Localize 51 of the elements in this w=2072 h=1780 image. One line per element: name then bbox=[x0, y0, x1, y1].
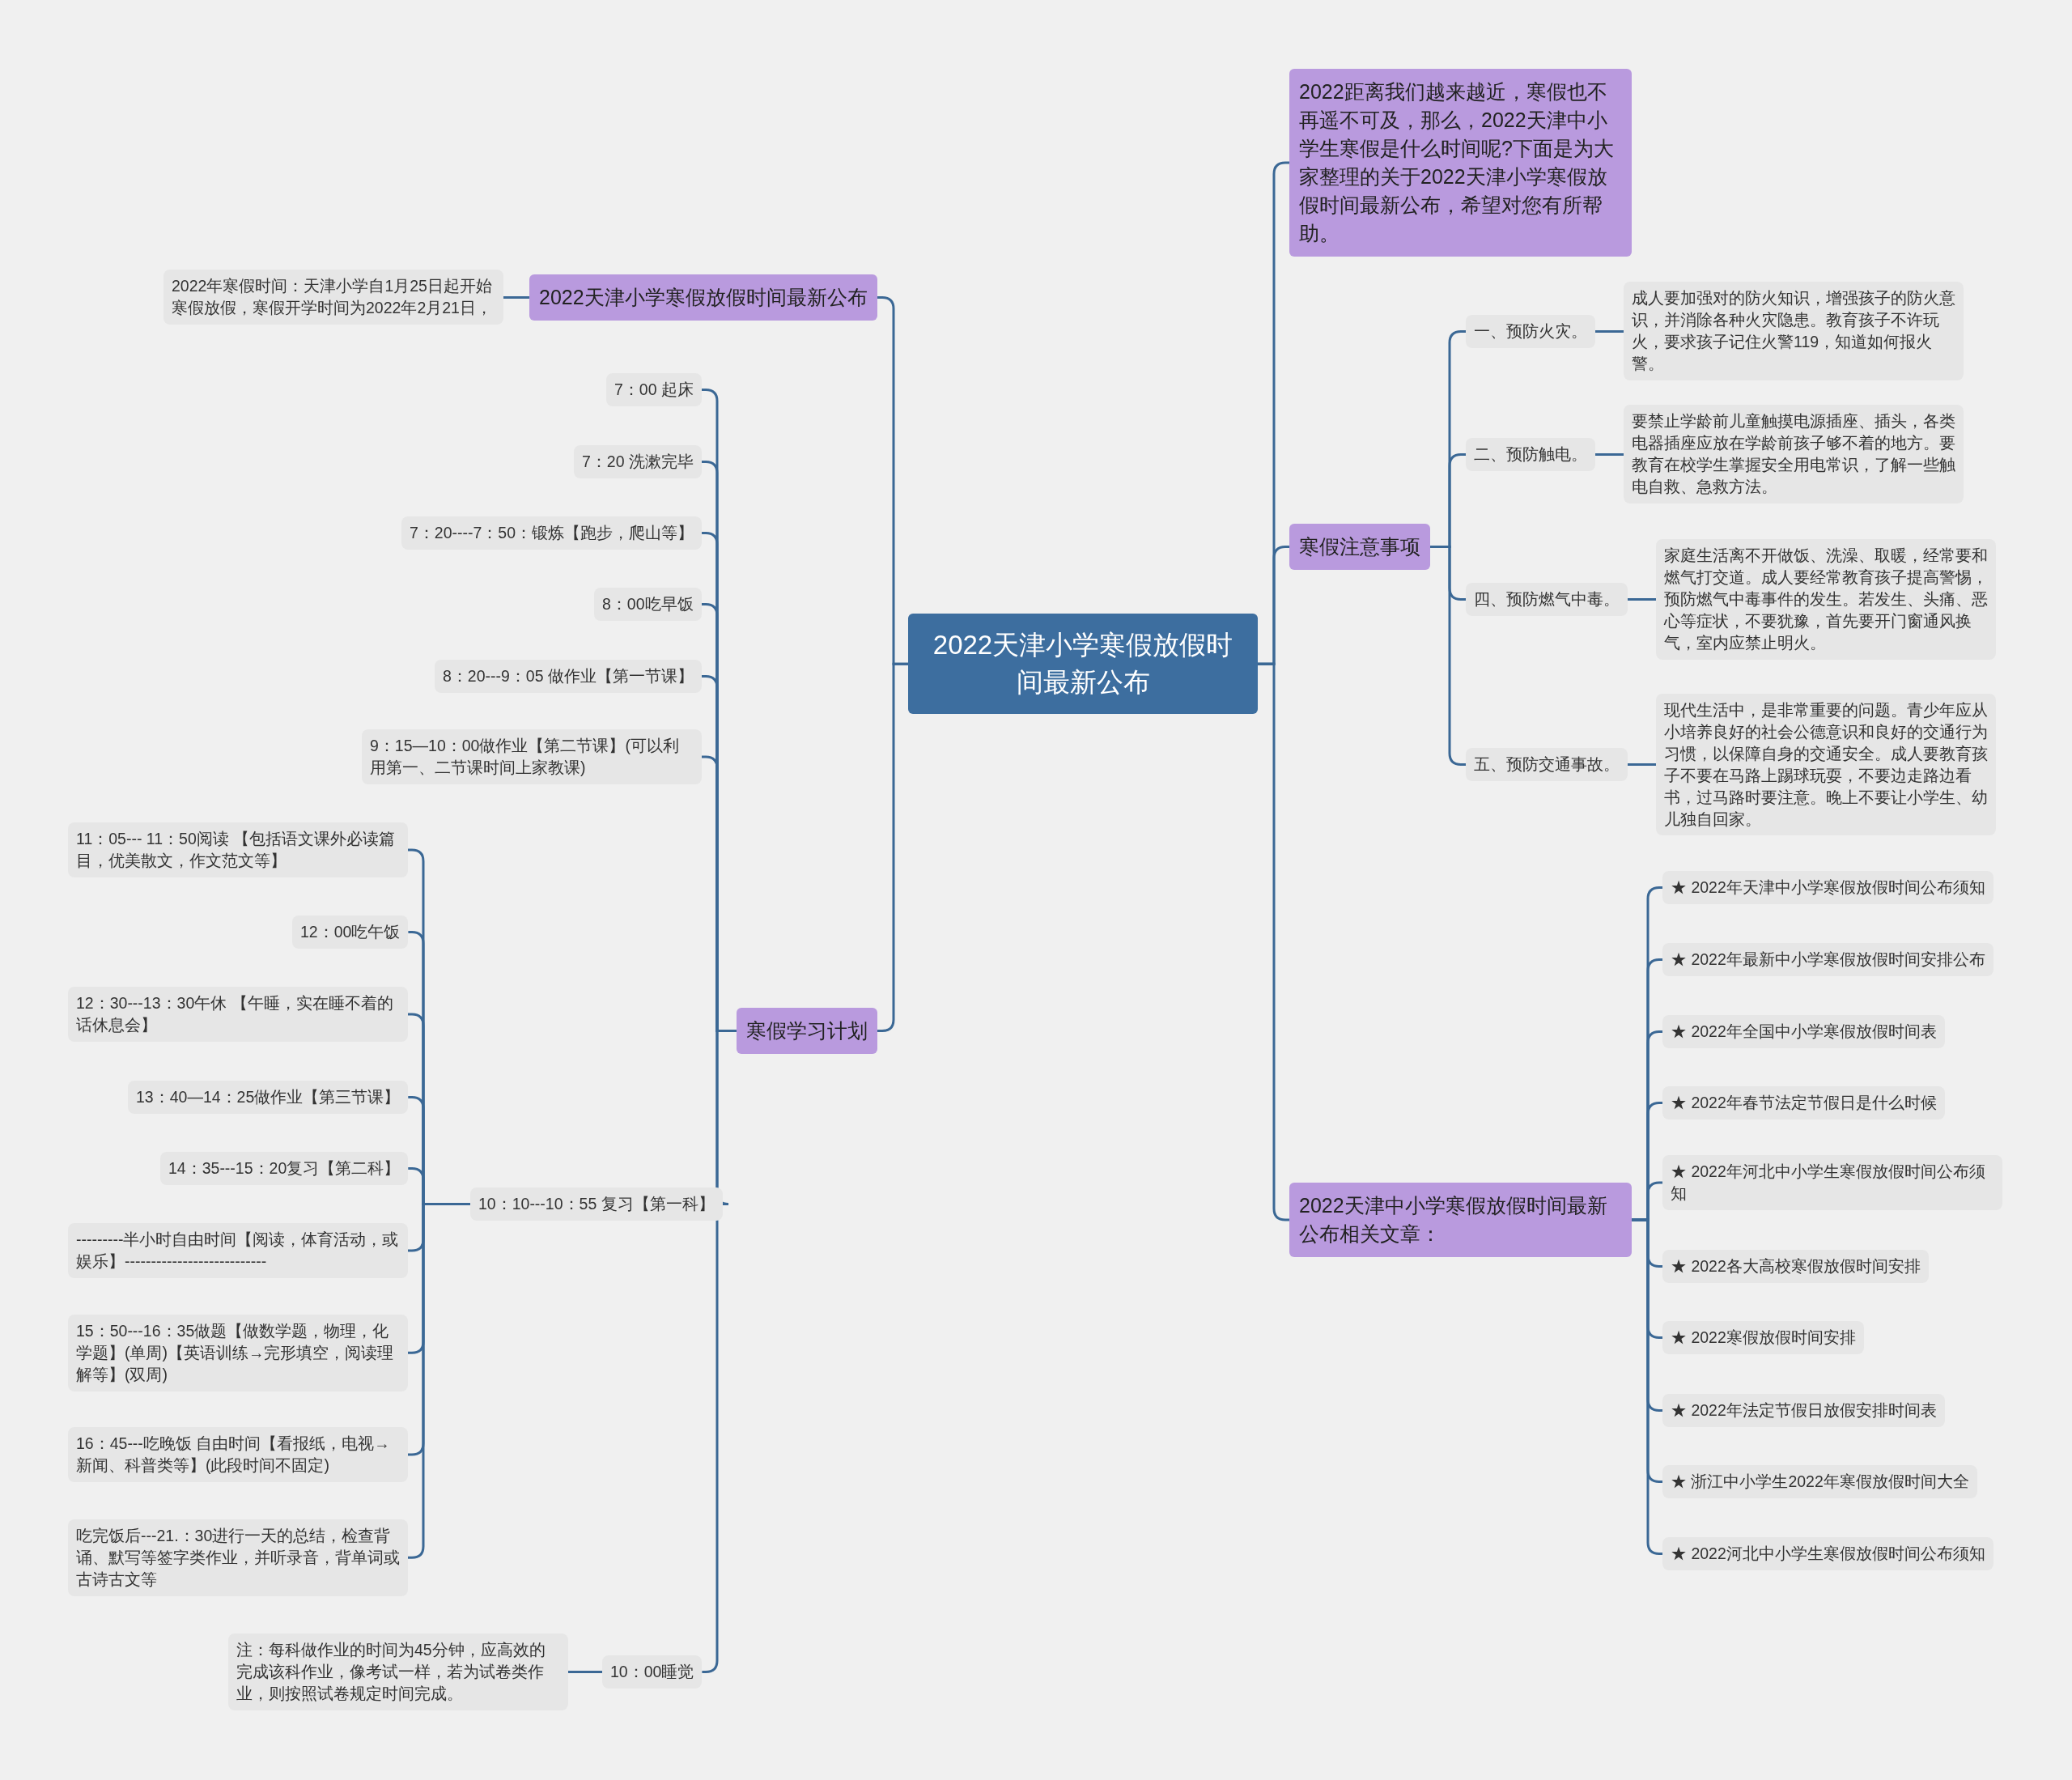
note-box: 要禁止学龄前儿童触摸电源插座、插头，各类电器插座应放在学龄前孩子够不着的地方。要教育在校学生掌握安全用电常识，了解一些触电自救、急救方法。 bbox=[1624, 405, 1964, 503]
subtopic-box: ★ 2022年春节法定节假日是什么时候 bbox=[1662, 1086, 1945, 1119]
branch-line bbox=[1595, 329, 1624, 333]
subtopic-box: ★ 浙江中小学生2022年寒假放假时间大全 bbox=[1662, 1465, 1977, 1498]
branch-line bbox=[1628, 763, 1656, 766]
note-box: 2022年寒假时间：天津小学自1月25日起开始寒假放假，寒假开学时间为2022年2月21日， bbox=[163, 270, 503, 325]
subtopic-box: ★ 2022年法定节假日放假安排时间表 bbox=[1662, 1394, 1945, 1427]
branch-line bbox=[568, 1670, 602, 1673]
topic-box: 2022距离我们越来越近，寒假也不再遥不可及，那么，2022天津中小学生寒假是什么时间呢?下面是为大家整理的关于2022天津小学寒假放假时间最新公布，希望对您有所帮助。 bbox=[1289, 69, 1632, 257]
subtopic-box: 吃完饭后---21.：30进行一天的总结，检查背诵、默写等签字类作业，并听录音，背单词或古诗古文等 bbox=[68, 1519, 408, 1596]
subtopic-box: 10：10---10：55 复习【第一科】 bbox=[470, 1187, 723, 1221]
subtopic-box: 12：30---13：30午休 【午睡，实在睡不着的话休息会】 bbox=[68, 987, 408, 1042]
subtopic-box: ★ 2022河北中小学生寒假放假时间公布须知 bbox=[1662, 1537, 1993, 1570]
subtopic-box: ★ 2022年全国中小学寒假放假时间表 bbox=[1662, 1015, 1945, 1048]
subtopic-box: 一、预防火灾。 bbox=[1466, 315, 1595, 348]
branch-line bbox=[1632, 1218, 1662, 1555]
subtopic-box: 13：40—14：25做作业【第三节课】 bbox=[128, 1081, 409, 1114]
note-box: 现代生活中，是非常重要的问题。青少年应从小培养良好的社会公德意识和良好的交通行为习惯，以保障自身的交通安全。成人要教育孩子不要在马路上踢球玩耍，不要边走路边看书，过马路时要注意。晚上不要让小学生、幼儿独自回家。 bbox=[1656, 694, 1996, 836]
subtopic-box: ★ 2022年最新中小学寒假放假时间安排公布 bbox=[1662, 943, 1993, 976]
subtopic-box: 15：50---16：35做题【做数学题，物理，化学题】(单周)【英语训练→完形填空，阅读理解等】(双周) bbox=[68, 1315, 408, 1391]
subtopic-box: 10：00睡觉 bbox=[602, 1655, 703, 1689]
subtopic-box: 12：00吃午饭 bbox=[292, 915, 409, 949]
subtopic-box: 7：20----7：50：锻炼【跑步，爬山等】 bbox=[401, 516, 703, 550]
subtopic-box: 7：20 洗漱完毕 bbox=[574, 445, 702, 478]
subtopic-box: 8：20---9：05 做作业【第一节课】 bbox=[435, 660, 702, 693]
central-topic-box: 2022天津小学寒假放假时间最新公布 bbox=[908, 614, 1258, 715]
note-box: 成人要加强对的防火知识，增强孩子的防火意识，并消除各种火灾隐患。教育孩子不许玩火，要求孩子记住火警119，知道如何报火警。 bbox=[1624, 282, 1964, 380]
branch-line bbox=[1595, 452, 1624, 456]
subtopic-box: ---------半小时自由时间【阅读，体育活动，或娱乐】--------------------------- bbox=[68, 1223, 408, 1278]
subtopic-box: 二、预防触电。 bbox=[1466, 438, 1595, 471]
subtopic-box: 7：00 起床 bbox=[606, 373, 702, 406]
subtopic-box: 8：00吃早饭 bbox=[594, 588, 702, 621]
subtopic-box: ★ 2022各大高校寒假放假时间安排 bbox=[1662, 1250, 1929, 1283]
subtopic-box: 9：15—10：00做作业【第二节课】(可以利用第一、二节课时间上家教课) bbox=[362, 729, 702, 784]
subtopic-box: ★ 2022年天津中小学寒假放假时间公布须知 bbox=[1662, 871, 1993, 904]
branch-line bbox=[1628, 597, 1656, 601]
subtopic-box: ★ 2022寒假放假时间安排 bbox=[1662, 1321, 1864, 1354]
subtopic-box: 11：05--- 11：50阅读 【包括语文课外必读篇目，优美散文，作文范文等】 bbox=[68, 822, 408, 877]
topic-box: 寒假注意事项 bbox=[1289, 524, 1430, 570]
topic-box: 2022天津中小学寒假放假时间最新公布相关文章： bbox=[1289, 1183, 1632, 1257]
subtopic-box: 14：35---15：20复习【第二科】 bbox=[160, 1152, 409, 1185]
note-box: 注：每科做作业的时间为45分钟，应高效的完成该科作业，像考试一样，若为试卷类作业，则按照试卷规定时间完成。 bbox=[228, 1633, 568, 1710]
branch-line bbox=[408, 1202, 470, 1559]
subtopic-box: ★ 2022年河北中小学生寒假放假时间公布须知 bbox=[1662, 1155, 2002, 1210]
topic-box: 寒假学习计划 bbox=[737, 1008, 877, 1054]
subtopic-box: 五、预防交通事故。 bbox=[1466, 748, 1628, 781]
branch-line bbox=[503, 296, 529, 299]
subtopic-box: 四、预防燃气中毒。 bbox=[1466, 583, 1628, 616]
note-box: 家庭生活离不开做饭、洗澡、取暖，经常要和燃气打交道。成人要经常教育孩子提高警惕，预防燃气中毒事件的发生。若发生、头痛、恶心等症状，不要犹豫，首先要开门窗通风换气，室内应禁止明火。 bbox=[1656, 539, 1996, 660]
subtopic-box: 16：45---吃晚饭 自由时间【看报纸，电视→新闻、科普类等】(此段时间不固定) bbox=[68, 1427, 408, 1482]
topic-box: 2022天津小学寒假放假时间最新公布 bbox=[529, 274, 877, 321]
